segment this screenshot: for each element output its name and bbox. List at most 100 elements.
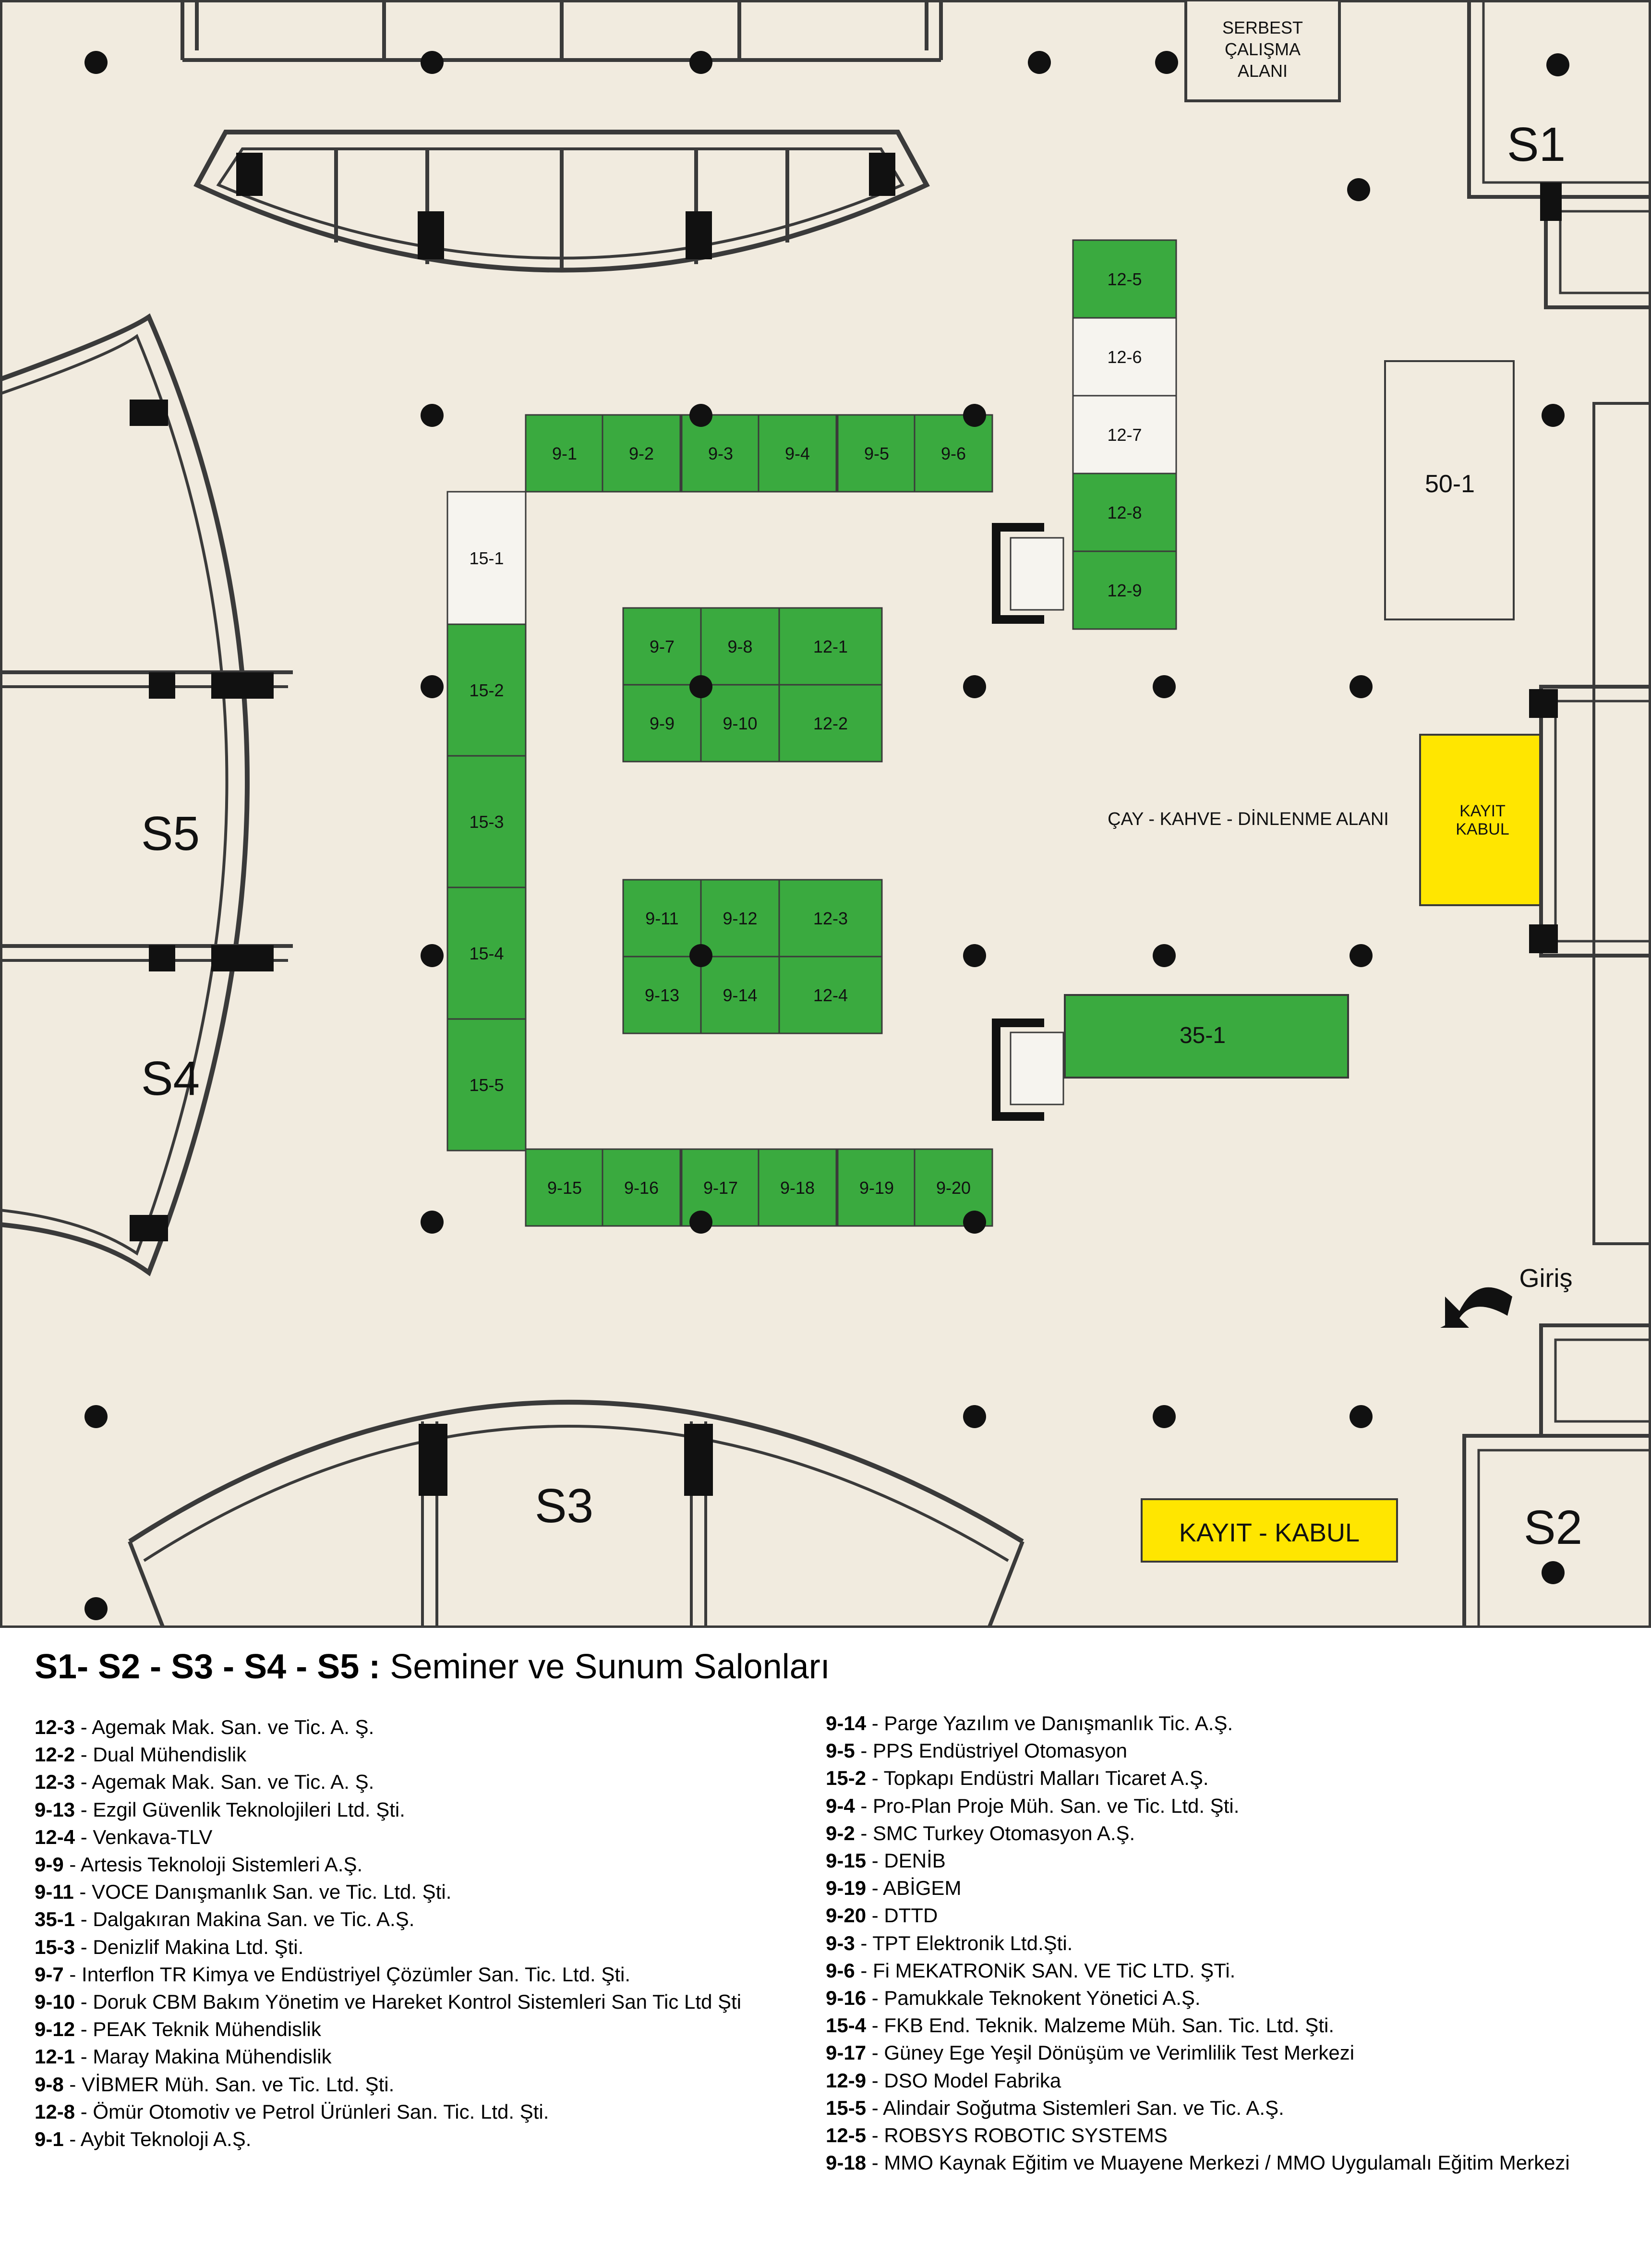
- booth-9-10[interactable]: [700, 684, 780, 763]
- booth-15-3[interactable]: [446, 755, 527, 888]
- booth-15-2[interactable]: [446, 623, 527, 757]
- legend-item-code: 9-4: [826, 1794, 855, 1817]
- booth-12-6[interactable]: [1072, 317, 1177, 397]
- legend-item: 12-2 - Dual Mühendislik: [35, 1741, 741, 1768]
- booth-label: 9-16: [624, 1178, 659, 1198]
- booth-9-18[interactable]: [758, 1148, 837, 1227]
- booth-9-6[interactable]: [914, 414, 993, 493]
- legend-item-name: - Pamukkale Teknokent Yönetici A.Ş.: [866, 1987, 1201, 2010]
- legend-item-name: - MMO Kaynak Eğitim ve Muayene Merkezi /…: [866, 2151, 1570, 2174]
- booth-label: 9-4: [785, 444, 810, 463]
- column-marker: [1155, 51, 1178, 74]
- legend-item-name: - VOCE Danışmanlık San. ve Tic. Ltd. Şti…: [73, 1880, 452, 1904]
- booth-label: 9-12: [723, 909, 757, 928]
- booth-label: 12-8: [1107, 503, 1142, 522]
- booth-9-13[interactable]: [622, 956, 702, 1034]
- booth-35-1[interactable]: [1064, 994, 1349, 1079]
- booth-12-9[interactable]: [1072, 550, 1177, 630]
- legend-item: 9-11 - VOCE Danışmanlık San. ve Tic. Ltd…: [35, 1878, 741, 1905]
- booth-label: 9-7: [650, 637, 675, 656]
- legend-item-code: 9-5: [826, 1739, 855, 1762]
- booth-label: 9-13: [645, 985, 679, 1005]
- booth-12-1[interactable]: [778, 607, 883, 686]
- booth-label: 12-3: [813, 909, 848, 928]
- legend-item-name: - DENİB: [866, 1849, 946, 1872]
- legend-item-code: 15-5: [826, 2096, 867, 2119]
- legend-item-name: - Ömür Otomotiv ve Petrol Ürünleri San. …: [75, 2100, 549, 2123]
- registration-desk-small: [1419, 734, 1541, 906]
- legend-item-name: - Topkapı Endüstri Malları Ticaret A.Ş.: [866, 1767, 1209, 1790]
- legend-item-name: - Venkava-TLV: [75, 1825, 213, 1848]
- booth-label: 12-1: [813, 637, 848, 656]
- legend-item-name: - VİBMER Müh. San. ve Tic. Ltd. Şti.: [63, 2073, 395, 2096]
- legend-item: 9-9 - Artesis Teknoloji Sistemleri A.Ş.: [35, 1851, 741, 1878]
- legend-item: 35-1 - Dalgakıran Makina San. ve Tic. A.…: [35, 1905, 741, 1933]
- legend-item-code: 9-20: [826, 1904, 867, 1927]
- column-marker: [1546, 53, 1569, 76]
- entrance-label: Giriş: [1519, 1264, 1573, 1293]
- free-work-area-label-3: ALANI: [1238, 61, 1288, 81]
- legend-right-column: 9-14 - Parge Yazılım ve Danışmanlık Tic.…: [826, 1710, 1570, 2176]
- booth-12-4[interactable]: [778, 956, 883, 1034]
- booth-50-1[interactable]: [1384, 360, 1515, 620]
- legend-item: 15-3 - Denizlif Makina Ltd. Şti.: [35, 1933, 741, 1961]
- booth-9-1[interactable]: [525, 414, 604, 493]
- booth-9-2[interactable]: [602, 414, 681, 493]
- legend-item-code: 9-8: [35, 2073, 64, 2096]
- booth-9-16[interactable]: [602, 1148, 681, 1227]
- booth-9-8[interactable]: [700, 607, 780, 686]
- column-marker: [421, 944, 444, 967]
- legend-item-code: 15-4: [826, 2014, 867, 2037]
- booth-9-19[interactable]: [837, 1148, 916, 1227]
- legend-item-name: - ROBSYS ROBOTIC SYSTEMS: [866, 2124, 1168, 2147]
- booth-label: 9-18: [780, 1178, 815, 1198]
- legend-item-code: 9-13: [35, 1798, 75, 1821]
- legend-item: 9-10 - Doruk CBM Bakım Yönetim ve Hareke…: [35, 1988, 741, 2015]
- legend-item: 12-8 - Ömür Otomotiv ve Petrol Ürünleri …: [35, 2098, 741, 2125]
- legend-panel: [0, 1628, 1651, 2268]
- registration-desk-small-label-1: KAYIT: [1459, 802, 1506, 820]
- legend-item-name: - Agemak Mak. San. ve Tic. A. Ş.: [75, 1771, 374, 1794]
- column-marker: [1153, 1405, 1176, 1428]
- booth-label: 12-4: [813, 985, 848, 1005]
- column-marker: [963, 944, 986, 967]
- registration-desk-large: [1141, 1498, 1398, 1563]
- booth-label: 9-11: [645, 909, 678, 928]
- legend-item-code: 35-1: [35, 1908, 75, 1931]
- booth-12-3[interactable]: [778, 879, 883, 958]
- booth-label: 12-9: [1107, 581, 1142, 600]
- booth-9-12[interactable]: [700, 879, 780, 958]
- booth-12-5[interactable]: [1072, 239, 1177, 319]
- legend-item-name: - Artesis Teknoloji Sistemleri A.Ş.: [63, 1853, 363, 1876]
- booth-9-9[interactable]: [622, 684, 702, 763]
- column-marker: [1347, 178, 1370, 201]
- booth-label: 9-5: [864, 444, 889, 463]
- booth-15-1[interactable]: [446, 491, 527, 625]
- legend-item-code: 9-11: [35, 1880, 74, 1904]
- legend-item-code: 12-5: [826, 2124, 867, 2147]
- legend-item: 9-14 - Parge Yazılım ve Danışmanlık Tic.…: [826, 1710, 1570, 1737]
- legend-item-name: - Aybit Teknoloji A.Ş.: [63, 2128, 252, 2151]
- booth-12-8[interactable]: [1072, 473, 1177, 552]
- column-marker: [963, 675, 986, 698]
- legend-item-code: 9-9: [35, 1853, 64, 1876]
- booth-9-5[interactable]: [837, 414, 916, 493]
- booth-9-4[interactable]: [758, 414, 837, 493]
- legend-item-code: 9-15: [826, 1849, 867, 1872]
- legend-item: 12-3 - Agemak Mak. San. ve Tic. A. Ş.: [35, 1713, 741, 1741]
- booth-label: 9-20: [936, 1178, 971, 1198]
- booth-label: 9-19: [859, 1178, 894, 1198]
- booth-label: 9-9: [650, 714, 675, 733]
- legend-item-name: - Dalgakıran Makina San. ve Tic. A.Ş.: [75, 1908, 415, 1931]
- right-structure-pillars: [1529, 182, 1562, 953]
- bracket-props: [992, 523, 1044, 1121]
- booth-label: 12-7: [1107, 425, 1142, 445]
- booth-15-5[interactable]: [446, 1018, 527, 1152]
- booth-12-2[interactable]: [778, 684, 883, 763]
- legend-item: 9-3 - TPT Elektronik Ltd.Şti.: [826, 1929, 1570, 1957]
- column-marker: [84, 1405, 108, 1428]
- column-marker: [963, 1405, 986, 1428]
- legend-item-name: - Parge Yazılım ve Danışmanlık Tic. A.Ş.: [866, 1712, 1233, 1734]
- booth-9-15[interactable]: [525, 1148, 604, 1227]
- booth-15-4[interactable]: [446, 886, 527, 1020]
